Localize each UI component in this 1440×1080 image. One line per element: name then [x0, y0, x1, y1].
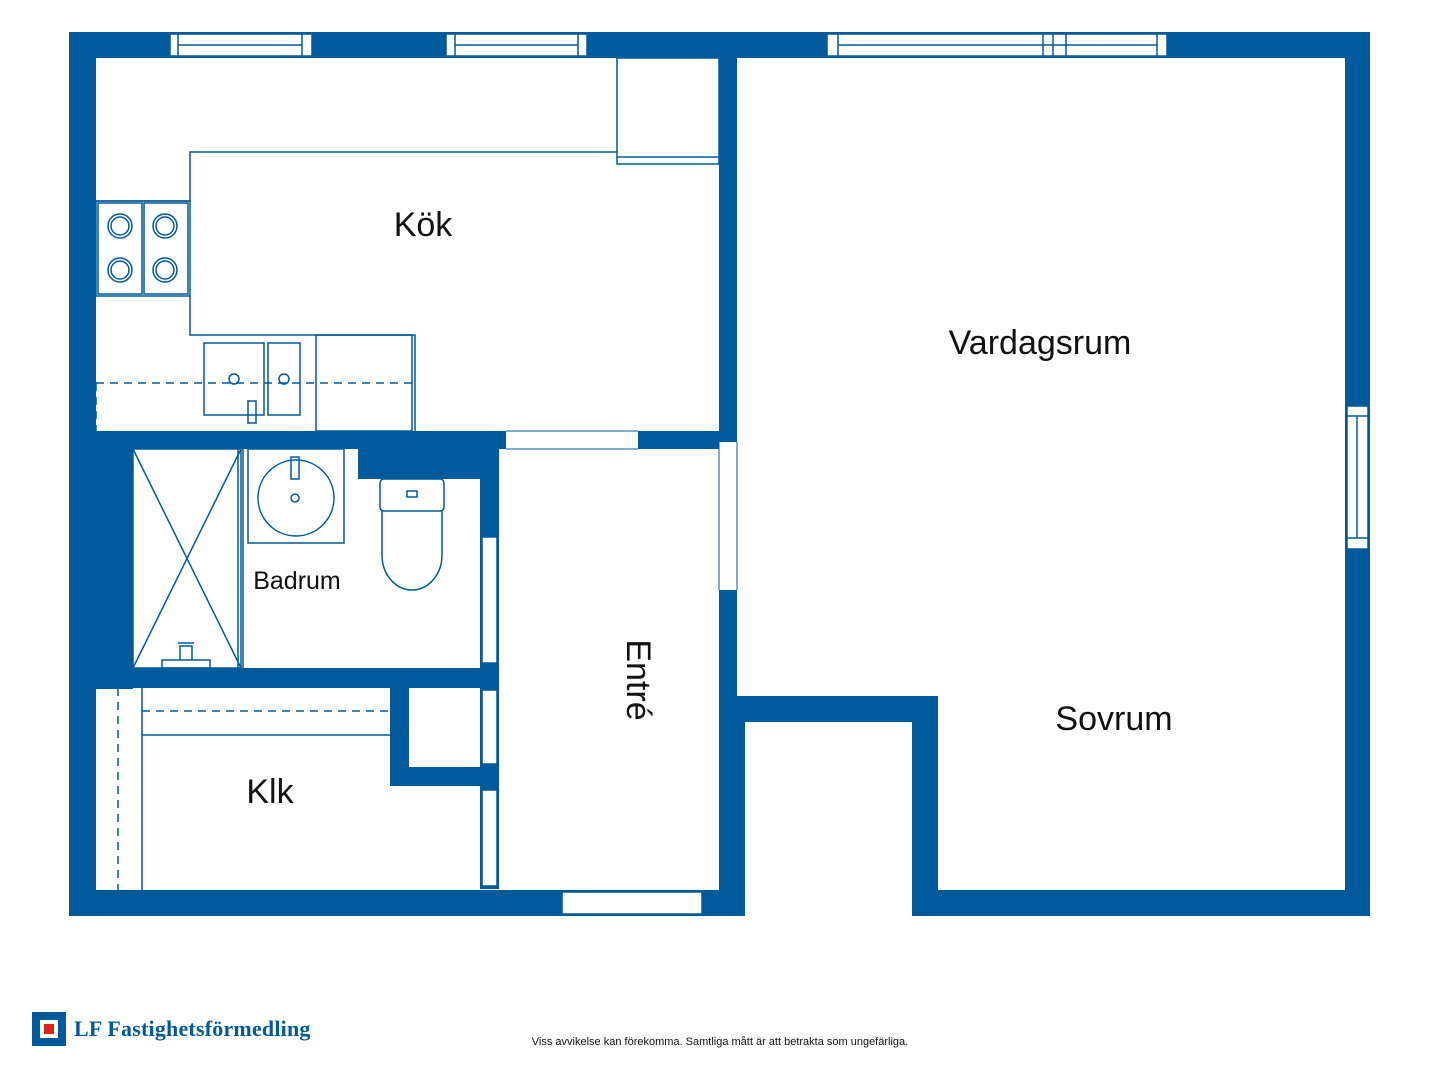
room-label-entre: Entré — [619, 639, 657, 720]
room-label-vardagsrum: Vardagsrum — [949, 324, 1132, 362]
room-label-kok: Kök — [394, 206, 454, 244]
logo-text: LF Fastighetsförmedling — [74, 1016, 311, 1041]
door-lines — [506, 430, 738, 590]
logo-icon — [32, 1012, 66, 1046]
room-label-sovrum: Sovrum — [1055, 700, 1172, 738]
floor-plan: Kök Vardagsrum Badrum Entré Sovrum Klk — [69, 32, 1370, 916]
door-openings — [506, 431, 737, 590]
closet-fixtures — [117, 688, 390, 890]
disclaimer-text: Viss avvikelse kan förekomma. Samtliga m… — [531, 1036, 909, 1048]
room-label-badrum: Badrum — [253, 567, 341, 595]
company-logo: LF Fastighetsförmedling — [32, 1012, 311, 1046]
windows — [169, 33, 1369, 915]
kitchen-fixtures — [95, 57, 720, 432]
room-label-klk: Klk — [246, 773, 294, 811]
bathroom-fixtures — [132, 448, 445, 669]
